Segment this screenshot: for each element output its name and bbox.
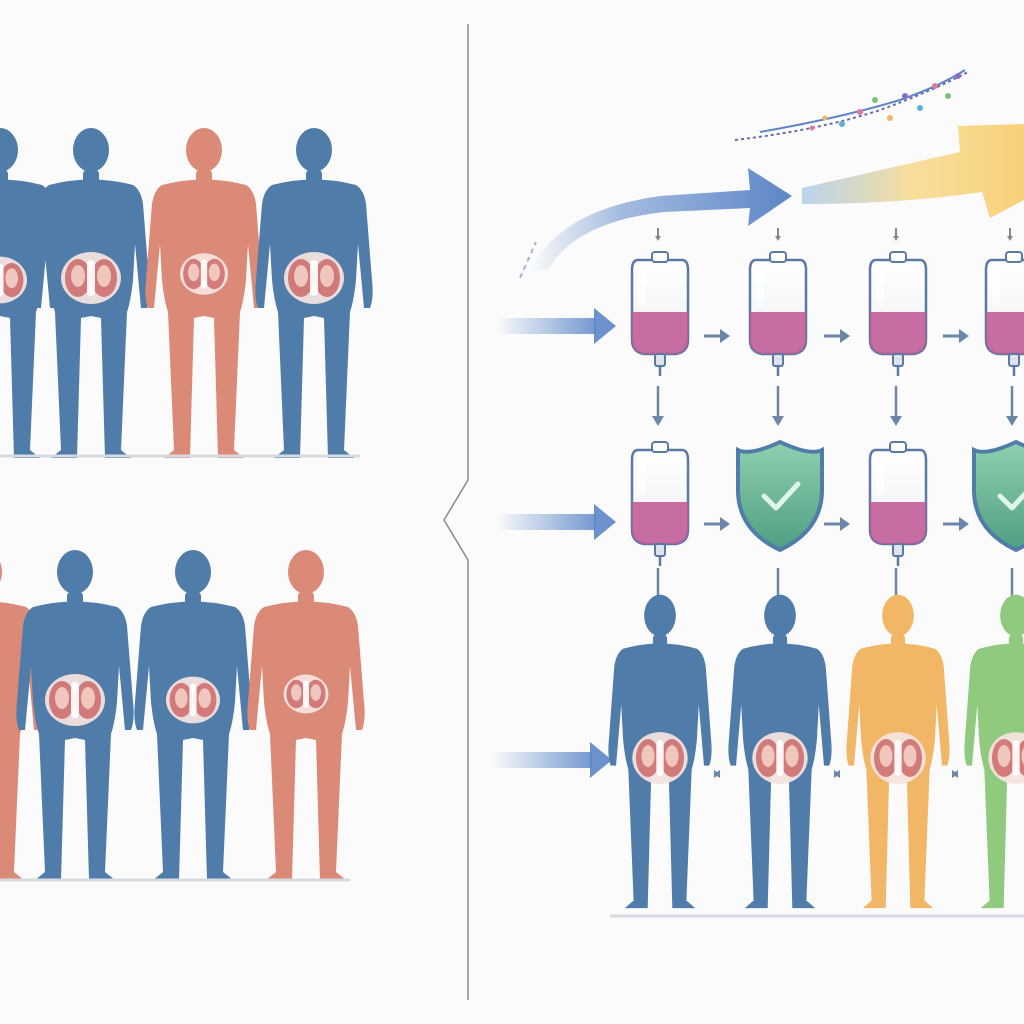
human-silhouette-icon [134,550,252,880]
drip-markers [655,228,1013,241]
human-silhouette-icon [846,594,950,909]
small-arrow-icon [822,327,852,345]
iv-bag-icon [748,250,808,378]
panel-divider [443,24,469,1000]
human-silhouette-icon [255,128,373,458]
row-entry-arrow [492,742,612,778]
human-silhouette-icon [728,594,832,909]
small-arrow-icon [714,770,720,778]
treatment-row-1 [630,250,1024,378]
iv-bag-icon [868,250,928,378]
row-entry-arrow [496,308,616,344]
molecule-strand-icon [734,69,969,141]
small-arrow-icon [822,515,852,533]
iv-bag-icon [630,440,690,568]
small-arrow-icon [941,515,971,533]
down-arrows [650,566,1020,610]
small-arrow-icon [834,770,840,778]
small-arrow-icon [702,515,732,533]
small-arrow-icon [941,327,971,345]
left-bottom-row [0,550,365,880]
human-silhouette-icon [964,594,1024,909]
row-entry-arrow [496,504,616,540]
human-silhouette-icon [247,550,365,880]
small-arrow-icon [952,770,958,778]
down-arrows [650,384,1020,428]
treatment-row-2 [630,440,1024,568]
flow-arrow-icon [802,124,1024,218]
shield-check-icon [738,442,822,550]
left-top-row [0,128,373,458]
human-silhouette-icon [145,128,263,458]
iv-bag-icon [630,250,690,378]
human-silhouette-icon [608,594,712,909]
iv-bag-icon [868,440,928,568]
shield-check-icon [974,442,1024,550]
flow-arrow-icon [519,168,792,279]
human-silhouette-icon [0,128,59,458]
small-arrow-icon [702,327,732,345]
outcome-row [608,594,1024,909]
iv-bag-icon [984,250,1024,378]
